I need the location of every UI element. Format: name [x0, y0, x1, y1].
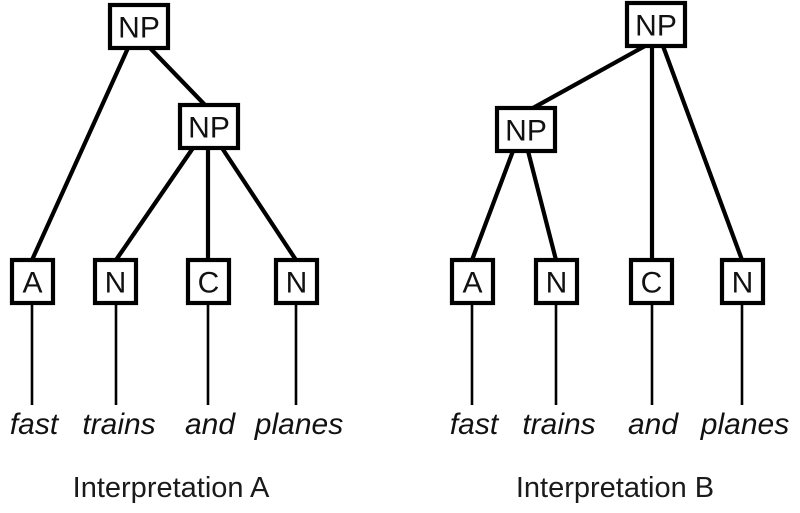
branch-group-b	[470, 44, 744, 261]
caption-interpretation-a: Interpretation A	[73, 472, 270, 504]
node-label-a-a: A	[22, 267, 42, 300]
node-box-b-a	[449, 257, 496, 306]
node-box-b-np-inner	[494, 105, 558, 154]
word-b-trains: trains	[522, 408, 595, 441]
word-b-planes: planes	[700, 408, 789, 441]
stem-group-b	[470, 303, 744, 405]
node-b-a[interactable]: A	[449, 257, 496, 306]
branch-b-root-to-n2	[661, 45, 744, 261]
node-group-b: NP NP A N C	[449, 0, 766, 306]
node-label-b-n2: N	[732, 267, 754, 300]
node-box-b-n1	[533, 257, 580, 306]
node-a-np-inner[interactable]: NP	[177, 102, 241, 151]
branch-a-np-to-n1	[114, 146, 195, 262]
node-label-a-np-root: NP	[118, 12, 160, 45]
node-b-np-inner[interactable]: NP	[494, 105, 558, 154]
caption-interpretation-b: Interpretation B	[516, 472, 714, 504]
branch-b-root-to-np	[531, 44, 647, 110]
node-box-b-n2	[719, 257, 766, 306]
node-label-a-c: C	[198, 267, 220, 300]
node-a-np-root[interactable]: NP	[107, 2, 171, 51]
branch-a-root-to-np	[148, 46, 207, 107]
word-b-and: and	[628, 408, 679, 441]
tree-interpretation-b: NP NP A N C	[449, 0, 789, 504]
node-label-b-np-root: NP	[635, 10, 677, 43]
node-box-a-a	[9, 257, 56, 306]
node-label-a-n1: N	[105, 267, 127, 300]
word-a-and: and	[185, 408, 236, 441]
branch-b-np-to-n1	[525, 150, 559, 261]
tree-interpretation-a: NP NP A N C	[9, 2, 343, 504]
word-a-fast: fast	[10, 408, 60, 441]
node-a-a[interactable]: A	[9, 257, 56, 306]
stem-group-a	[30, 303, 298, 405]
word-b-fast: fast	[450, 408, 500, 441]
node-box-b-c	[628, 257, 675, 306]
word-a-planes: planes	[254, 408, 343, 441]
node-b-c[interactable]: C	[628, 257, 675, 306]
node-box-a-n1	[92, 257, 139, 306]
branch-b-np-to-a	[470, 150, 515, 261]
node-label-b-n1: N	[546, 267, 568, 300]
branch-a-root-to-a	[30, 47, 130, 261]
node-group-a: NP NP A N C	[9, 2, 320, 306]
node-b-n1[interactable]: N	[533, 257, 580, 306]
node-label-b-np-inner: NP	[505, 115, 547, 148]
node-box-a-np-inner	[177, 102, 241, 151]
node-a-c[interactable]: C	[185, 257, 232, 306]
node-label-a-n2: N	[286, 267, 308, 300]
node-box-a-c	[185, 257, 232, 306]
node-label-b-c: C	[641, 267, 663, 300]
node-label-a-np-inner: NP	[188, 112, 230, 145]
node-b-np-root[interactable]: NP	[624, 0, 688, 49]
node-b-n2[interactable]: N	[719, 257, 766, 306]
node-box-a-np-root	[107, 2, 171, 51]
node-box-b-np-root	[624, 0, 688, 49]
branch-a-np-to-n2	[220, 146, 298, 262]
node-a-n1[interactable]: N	[92, 257, 139, 306]
word-group-a: fast trains and planes	[10, 408, 343, 441]
node-box-a-n2	[273, 257, 320, 306]
word-a-trains: trains	[82, 408, 155, 441]
node-label-b-a: A	[462, 267, 482, 300]
branch-group-a	[30, 46, 298, 262]
word-group-b: fast trains and planes	[450, 408, 789, 441]
node-a-n2[interactable]: N	[273, 257, 320, 306]
